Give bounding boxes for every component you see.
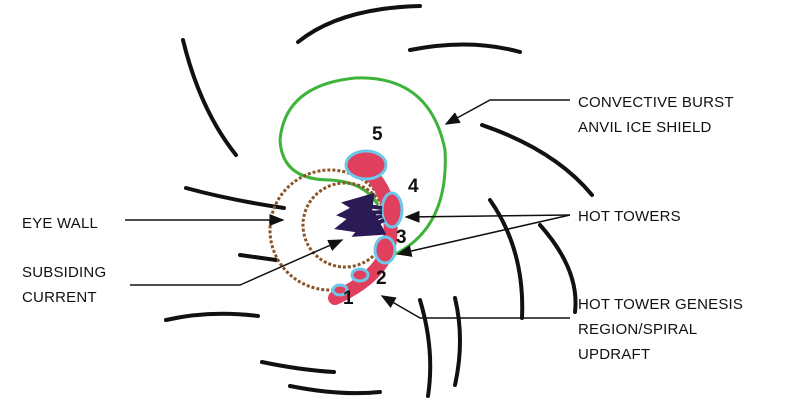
tower-number-1: 1 xyxy=(343,288,354,309)
label-line: SUBSIDING xyxy=(22,264,107,281)
hot-towers-label: HOT TOWERS xyxy=(578,208,681,225)
label-line: HOT TOWER GENESIS xyxy=(578,296,744,313)
label-line: CURRENT xyxy=(22,289,97,306)
eye-wall-label: EYE WALL xyxy=(22,215,99,232)
label-line: REGION/SPIRAL xyxy=(578,321,698,338)
tower-number-4: 4 xyxy=(408,176,419,197)
label-line: CONVECTIVE BURST xyxy=(578,94,734,111)
label-line: UPDRAFT xyxy=(578,346,651,363)
tower-number-3: 3 xyxy=(396,227,407,248)
tower-number-5: 5 xyxy=(372,124,383,145)
convective-burst-label: CONVECTIVE BURST ANVIL ICE SHIELD xyxy=(578,90,734,140)
spiral-rain-bands xyxy=(164,4,594,398)
subsidence-arrows xyxy=(334,192,387,237)
genesis-label: HOT TOWER GENESIS REGION/SPIRAL UPDRAFT xyxy=(578,292,743,367)
tower-number-2: 2 xyxy=(376,268,387,289)
label-line: ANVIL ICE SHIELD xyxy=(578,119,712,136)
subsiding-current-label: SUBSIDING CURRENT xyxy=(22,260,106,310)
pointer-lines xyxy=(125,99,571,319)
anvil-ice-shield xyxy=(278,76,447,264)
